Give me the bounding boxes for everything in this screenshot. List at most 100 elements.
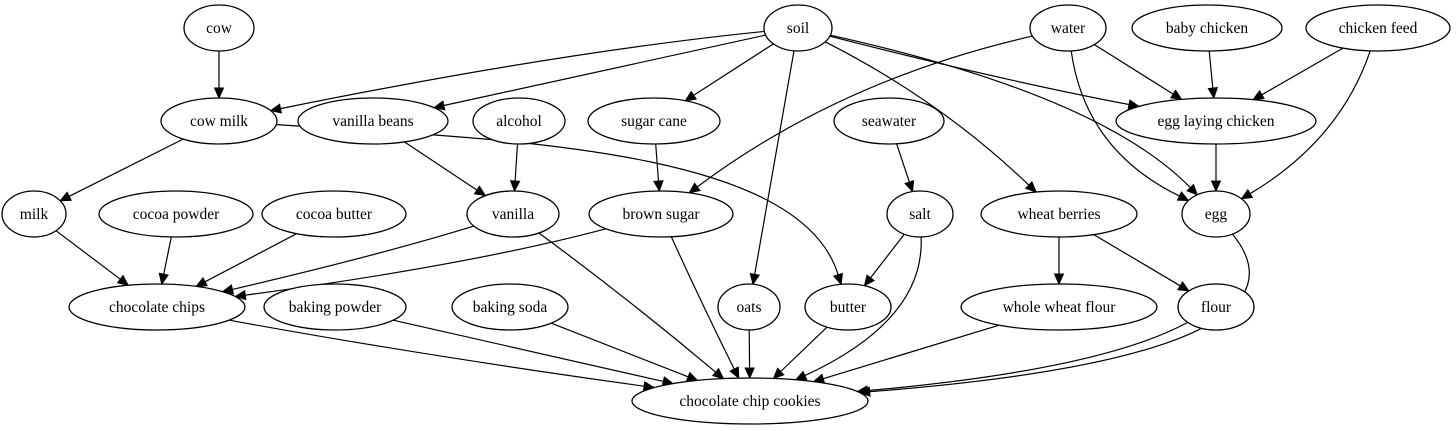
edge-wheat-berries-to-whole-wheat-flour — [1053, 237, 1065, 286]
edge-line — [393, 319, 664, 382]
edge-cow-to-cow-milk — [213, 51, 225, 100]
node-chocolate-chips: chocolate chips — [68, 283, 246, 331]
edge-line — [232, 225, 474, 290]
edge-line — [1249, 50, 1371, 195]
edge-baking-powder-to-chocolate-chip-cookies — [393, 319, 675, 387]
arrowhead — [473, 185, 487, 197]
node-ellipse — [160, 97, 278, 145]
node-water: water — [1029, 4, 1107, 52]
edge-line — [655, 143, 660, 182]
edge-alcohol-to-vanilla — [509, 143, 521, 193]
node-label: chocolate chips — [109, 299, 205, 316]
arrowhead — [59, 191, 72, 202]
node-ellipse — [960, 283, 1158, 331]
node-label: baking powder — [289, 299, 382, 316]
edge-salt-to-butter — [863, 233, 905, 287]
node-label: egg — [1205, 206, 1228, 223]
edge-line — [551, 322, 689, 378]
arrowhead — [904, 179, 915, 193]
edge-line — [229, 319, 645, 387]
arrowhead — [1240, 188, 1254, 200]
node-chicken-feed: chicken feed — [1305, 4, 1451, 52]
arrowhead — [234, 289, 247, 301]
node-cocoa-butter: cocoa butter — [261, 190, 407, 238]
node-ellipse — [1181, 190, 1251, 238]
edge-line — [693, 43, 774, 96]
node-ellipse — [98, 190, 254, 238]
node-label: vanilla — [492, 206, 534, 223]
edge-oats-to-chocolate-chip-cookies — [744, 329, 755, 380]
node-label: alcohol — [496, 113, 542, 130]
node-ellipse — [588, 190, 734, 238]
node-ellipse — [263, 283, 407, 331]
node-label: whole wheat flour — [1003, 299, 1117, 316]
edge-water-to-egg-laying-chicken — [1094, 44, 1183, 101]
edge-chicken-feed-to-egg — [1240, 50, 1371, 200]
node-ellipse — [717, 283, 781, 331]
node-ellipse — [1115, 97, 1317, 145]
node-egg: egg — [1181, 190, 1251, 238]
edge-soil-to-egg — [830, 34, 1199, 196]
edge-line — [867, 321, 1188, 392]
node-label: soil — [787, 20, 809, 37]
node-ellipse — [763, 4, 833, 52]
node-ellipse — [631, 377, 869, 425]
node-cocoa-powder: cocoa powder — [98, 190, 254, 238]
arrowhead — [1177, 280, 1190, 292]
node-ellipse — [804, 283, 892, 331]
edge-line — [538, 232, 717, 373]
edge-soil-to-cow-milk — [269, 30, 765, 114]
node-ellipse — [1177, 283, 1255, 331]
node-ellipse — [68, 283, 246, 331]
edge-line — [896, 143, 910, 183]
node-label: cow — [206, 20, 233, 37]
edge-line — [55, 230, 121, 280]
node-label: chocolate chip cookies — [679, 393, 820, 410]
node-milk: milk — [1, 190, 67, 238]
node-vanilla: vanilla — [466, 190, 560, 238]
edge-milk-to-chocolate-chips — [55, 230, 130, 287]
arrowhead — [1024, 181, 1037, 193]
node-cow: cow — [183, 4, 255, 52]
edge-water-to-egg — [1070, 50, 1190, 202]
edge-chicken-feed-to-egg-laying-chicken — [1252, 47, 1344, 101]
edge-line — [1094, 44, 1174, 95]
arrowhead — [269, 103, 283, 114]
node-brown-sugar: brown sugar — [588, 190, 734, 238]
node-sugar-cane: sugar cane — [587, 97, 721, 145]
edge-line — [696, 35, 1033, 188]
edge-line — [245, 228, 606, 296]
arrowhead — [749, 272, 761, 286]
node-label: cocoa powder — [133, 206, 220, 223]
arrowhead — [832, 272, 843, 286]
edge-line — [829, 35, 1130, 106]
edge-soil-to-oats — [749, 50, 795, 286]
arrowhead — [1186, 183, 1199, 196]
edge-line — [754, 50, 795, 275]
node-ellipse — [451, 283, 569, 331]
edges-layer — [55, 30, 1371, 397]
arrowhead — [1210, 180, 1222, 193]
node-butter: butter — [804, 283, 892, 331]
node-label: sugar cane — [621, 113, 687, 130]
edge-line — [204, 233, 297, 283]
node-ellipse — [833, 97, 945, 145]
arrowhead — [116, 274, 130, 287]
edge-butter-to-chocolate-chip-cookies — [772, 326, 828, 380]
node-label: water — [1051, 20, 1086, 37]
arrowhead — [794, 370, 808, 381]
edge-baking-soda-to-chocolate-chip-cookies — [551, 322, 699, 382]
edge-vanilla-beans-to-vanilla — [404, 141, 487, 197]
edge-water-to-brown-sugar — [688, 35, 1033, 194]
edge-line — [780, 326, 828, 372]
edge-line — [670, 236, 735, 370]
edge-cow-milk-to-milk — [59, 138, 184, 202]
node-alcohol: alcohol — [472, 97, 566, 145]
node-whole-wheat-flour: whole wheat flour — [960, 283, 1158, 331]
edge-line — [830, 34, 1191, 189]
arrowhead — [509, 180, 521, 193]
edge-wheat-berries-to-flour — [1093, 234, 1190, 292]
node-label: baking soda — [473, 299, 548, 316]
edge-whole-wheat-flour-to-chocolate-chip-cookies — [812, 324, 1000, 384]
